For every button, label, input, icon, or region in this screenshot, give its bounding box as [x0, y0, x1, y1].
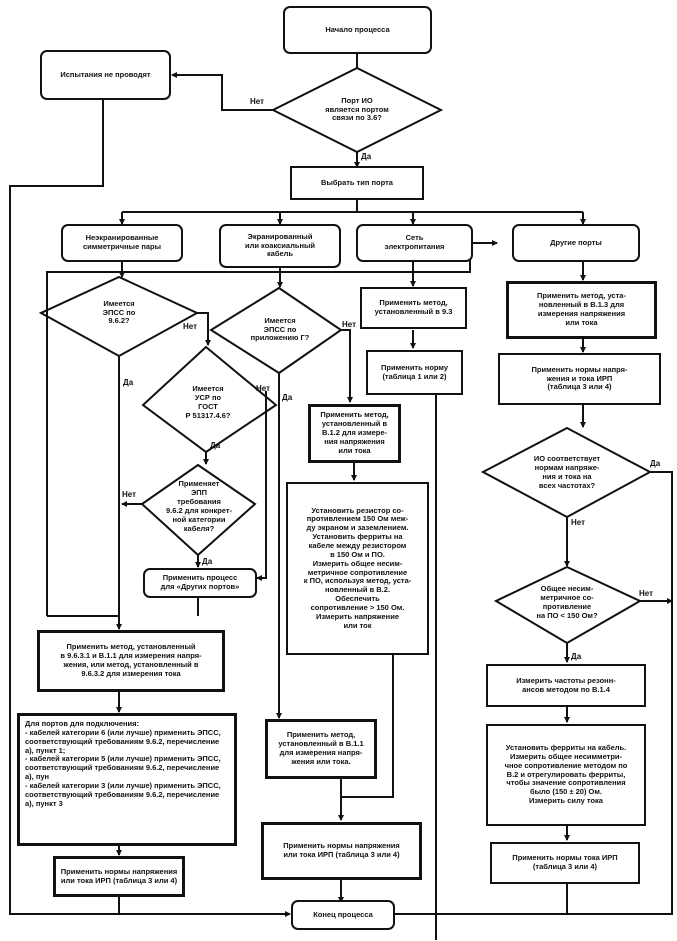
apply-norm-table-1-2-box: Применить норму (таблица 1 или 2): [366, 350, 463, 395]
label-yes-epp: Да: [202, 557, 213, 566]
apply-norms-mid-box: Применить нормы напряжения или тока ИРП …: [261, 822, 422, 880]
apply-norms-current-box: Применить нормы тока ИРП (таблица 3 или …: [490, 842, 640, 884]
apply-method-93-box: Применить метод, установленный в 9.3: [360, 287, 467, 329]
label-no-usr: Нет: [256, 384, 271, 393]
apply-norms-irp-box: Применить нормы напря- жения и тока ИРП …: [498, 353, 661, 405]
label-no-epss-g: Нет: [342, 320, 357, 329]
label-yes-epss-962: Да: [123, 378, 134, 387]
decision-epss-962: Имеется ЭПСС по 9.6.2?: [102, 298, 136, 326]
measure-resonance-box: Измерить частоты резонн- ансов методом п…: [486, 664, 646, 707]
decision-usr-gost: Имеется УСР по ГОСТ Р 51317.4.6?: [185, 384, 231, 420]
start-terminal: Начало процесса: [283, 6, 432, 54]
test-not-performed-terminal: Испытания не проводят: [40, 50, 171, 100]
label-yes-epss-g: Да: [282, 393, 293, 402]
label-no-port: Нет: [250, 97, 265, 106]
apply-method-9631-box: Применить метод, установленный в 9.6.3.1…: [37, 630, 225, 692]
apply-norms-left-box: Применить нормы напряжения или тока ИРП …: [53, 856, 185, 897]
port-type-unshielded: Неэкранированные симметричные пары: [61, 224, 183, 262]
label-no-epss-962: Нет: [183, 322, 198, 331]
port-type-shielded: Экранированный или коаксиальный кабель: [219, 224, 341, 268]
port-type-power: Сеть электропитания: [356, 224, 473, 262]
decision-io-meets-norms: ИО соответствует нормам напряже- ния и т…: [533, 454, 601, 490]
select-port-type-box: Выбрать тип порта: [290, 166, 424, 200]
apply-other-ports-process: Применить процесс для «Других портов»: [143, 568, 257, 598]
label-yes-usr: Да: [210, 441, 221, 450]
decision-epp-requirements: Применяет ЭПП требования 9.6.2 для конкр…: [165, 479, 233, 533]
label-no-epp: Нет: [122, 490, 137, 499]
end-terminal: Конец процесса: [291, 900, 395, 930]
label-yes-asym: Да: [571, 652, 582, 661]
install-ferrites-box: Установить ферриты на кабель. Измерить о…: [486, 724, 646, 826]
port-type-other: Другие порты: [512, 224, 640, 262]
apply-method-b12-box: Применить метод, установленный в В.1.2 д…: [308, 404, 401, 463]
apply-method-b11-box: Применить метод, установленный в В.1.1 д…: [265, 719, 377, 779]
connection-ports-box: Для портов для подключения: - кабелей ка…: [17, 713, 237, 846]
label-no-asym: Нет: [639, 589, 654, 598]
label-no-io-norms: Нет: [571, 518, 586, 527]
label-yes-port: Да: [361, 152, 372, 161]
decision-epss-annex-g: Имеется ЭПСС по приложению Г?: [250, 315, 310, 343]
decision-port-is-comm: Порт ИО является портом связи по 3.6?: [325, 95, 389, 123]
label-yes-io-norms: Да: [650, 459, 661, 468]
decision-asym-impedance: Общее несим- метричное со- противление н…: [536, 584, 598, 620]
apply-method-b13-box: Применить метод, уста- новленный в В.1.3…: [506, 281, 657, 339]
install-resistor-box: Установить резистор со- противлением 150…: [286, 482, 429, 655]
